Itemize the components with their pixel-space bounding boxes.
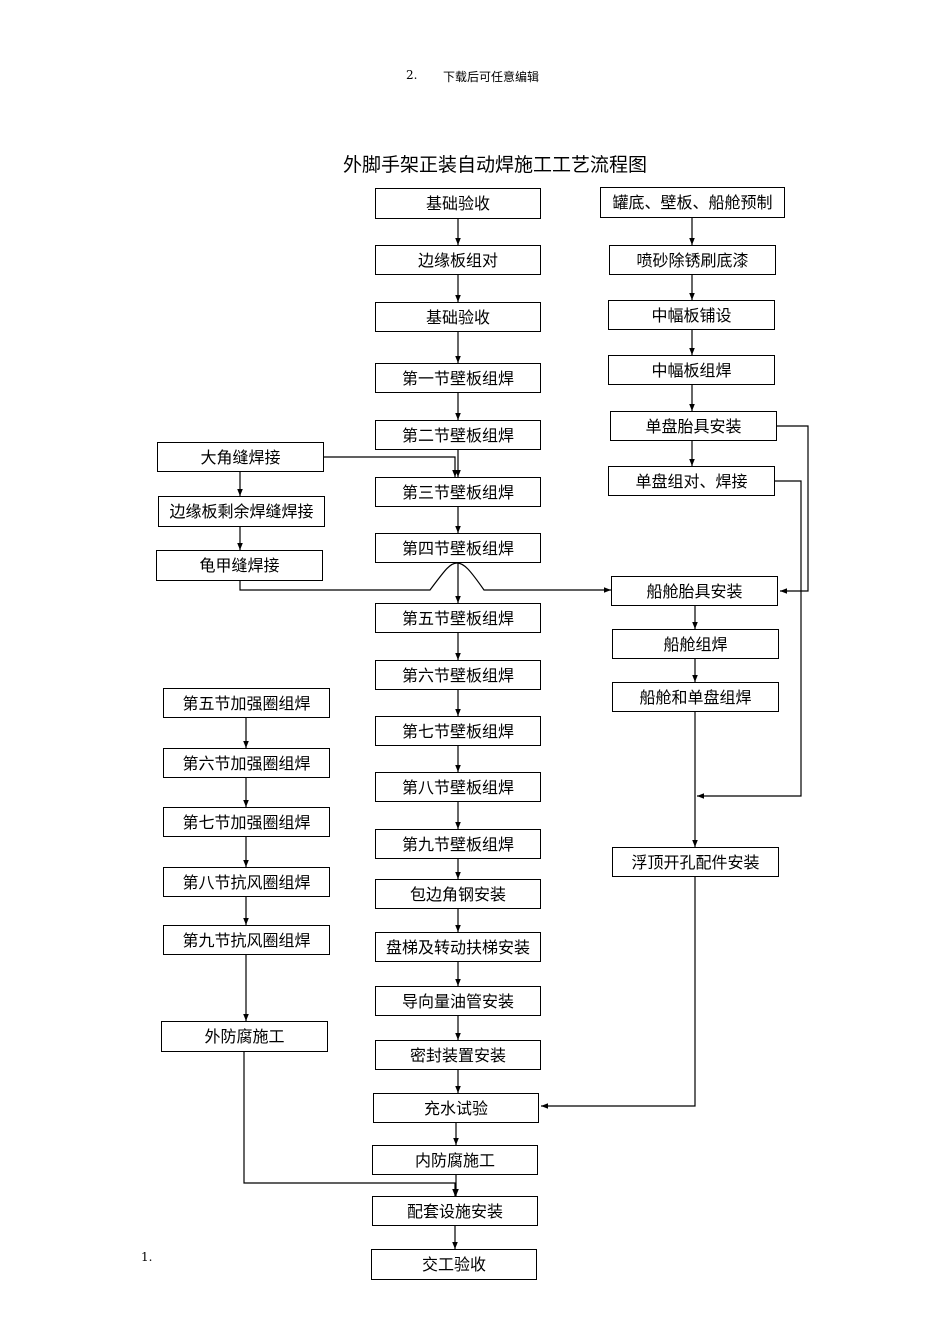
step-foundation-acceptance: 基础验收 bbox=[375, 188, 541, 219]
step-spiral-stair: 盘梯及转动扶梯安装 bbox=[375, 932, 541, 962]
step-annular-plate-laying: 中幅板铺设 bbox=[608, 300, 775, 330]
step-shell-course-7: 第七节壁板组焊 bbox=[375, 716, 541, 746]
step-wind-girder-8: 第八节抗风圈组焊 bbox=[163, 867, 330, 897]
step-pontoon-jig-install: 船舱胎具安装 bbox=[611, 576, 778, 606]
step-sandblast-primer: 喷砂除锈刷底漆 bbox=[609, 245, 776, 275]
diagram-title: 外脚手架正装自动焊施工工艺流程图 bbox=[342, 154, 647, 176]
header-number: 2. bbox=[406, 68, 418, 82]
step-shell-course-6: 第六节壁板组焊 bbox=[375, 660, 541, 690]
step-roof-nozzle-install: 浮顶开孔配件安装 bbox=[612, 847, 779, 877]
step-seal-install: 密封装置安装 bbox=[375, 1040, 541, 1070]
step-handover: 交工验收 bbox=[371, 1249, 537, 1280]
step-annular-plate-welding: 中幅板组焊 bbox=[608, 355, 775, 385]
step-shell-course-9: 第九节壁板组焊 bbox=[375, 829, 541, 859]
step-shell-course-5: 第五节壁板组焊 bbox=[375, 603, 541, 633]
step-wind-girder-9: 第九节抗风圈组焊 bbox=[163, 925, 330, 955]
step-edge-plate-remaining-weld: 边缘板剩余焊缝焊接 bbox=[158, 496, 325, 527]
step-edge-plate-fitup: 边缘板组对 bbox=[375, 245, 541, 275]
step-corner-weld: 大角缝焊接 bbox=[157, 442, 324, 472]
step-curb-angle: 包边角钢安装 bbox=[375, 879, 541, 909]
step-pontoon-deck-welding: 船舱和单盘组焊 bbox=[612, 682, 779, 712]
step-turtle-shell-weld: 龟甲缝焊接 bbox=[156, 550, 323, 581]
step-internal-coating: 内防腐施工 bbox=[372, 1145, 538, 1175]
step-shell-course-8: 第八节壁板组焊 bbox=[375, 772, 541, 802]
step-hydro-test: 充水试验 bbox=[373, 1093, 539, 1123]
step-stiffener-ring-5: 第五节加强圈组焊 bbox=[163, 688, 330, 718]
step-stiffener-ring-7: 第七节加强圈组焊 bbox=[163, 807, 330, 837]
step-shell-course-4: 第四节壁板组焊 bbox=[375, 533, 541, 563]
step-prefabrication: 罐底、壁板、船舱预制 bbox=[600, 187, 785, 218]
header-note: 下载后可任意编辑 bbox=[443, 70, 540, 84]
step-shell-course-2: 第二节壁板组焊 bbox=[375, 420, 541, 450]
step-shell-course-3: 第三节壁板组焊 bbox=[375, 477, 541, 507]
footer-number: 1. bbox=[141, 1250, 153, 1264]
step-ancillary-install: 配套设施安装 bbox=[372, 1196, 538, 1226]
step-foundation-acceptance-2: 基础验收 bbox=[375, 302, 541, 332]
step-deck-fitup-weld: 单盘组对、焊接 bbox=[608, 466, 775, 496]
step-external-coating: 外防腐施工 bbox=[161, 1021, 328, 1052]
step-stiffener-ring-6: 第六节加强圈组焊 bbox=[163, 748, 330, 778]
step-pontoon-welding: 船舱组焊 bbox=[612, 629, 779, 659]
step-deck-jig-install: 单盘胎具安装 bbox=[610, 411, 777, 441]
step-shell-course-1: 第一节壁板组焊 bbox=[375, 363, 541, 393]
step-gauge-pipe: 导向量油管安装 bbox=[375, 986, 541, 1016]
